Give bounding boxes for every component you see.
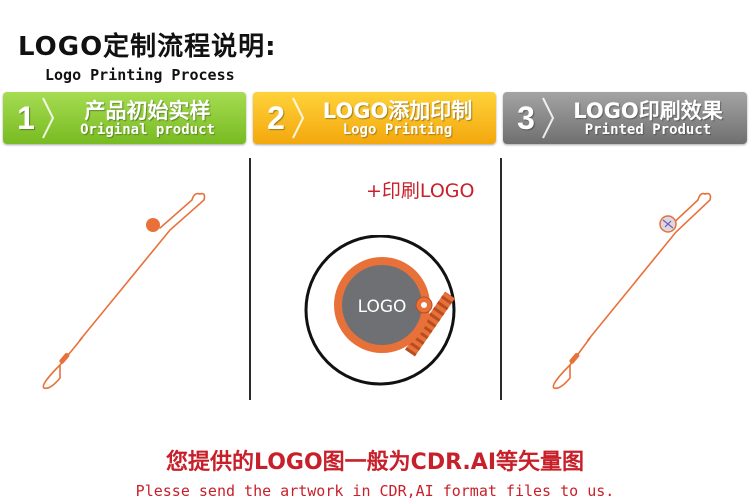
step-label-cn: LOGO印刷效果	[573, 99, 723, 123]
vector-format-note-en: Plesse send the artwork in CDR,AI format…	[135, 482, 615, 500]
lanyard-printed-image	[552, 192, 712, 390]
logo-placeholder-text: LOGO	[358, 297, 407, 317]
vector-format-note-cn: 您提供的LOGO图一般为CDR.AI等矢量图	[165, 450, 585, 475]
chevron-right-icon	[292, 97, 305, 139]
step-label-cn: 产品初始实样	[84, 99, 211, 123]
step-2-logo-printing: 2 LOGO添加印制 Logo Printing	[253, 92, 496, 144]
page-title-en: Logo Printing Process	[45, 66, 235, 84]
step-3-printed-product: 3 LOGO印刷效果 Printed Product	[503, 92, 747, 144]
step-number: 1	[17, 100, 35, 136]
step-number: 2	[267, 100, 285, 136]
column-divider	[500, 158, 502, 400]
column-divider	[249, 158, 251, 400]
logo-magnifier-image: LOGO	[304, 235, 456, 386]
step-number: 3	[517, 100, 535, 136]
print-logo-label: +印刷LOGO	[366, 180, 475, 202]
process-steps-banner: 1 产品初始实样 Original product 2 LOGO添加印制 Log…	[0, 92, 750, 146]
step-label-en: Original product	[80, 122, 215, 138]
chevron-right-icon	[542, 97, 555, 139]
page-title-cn: LOGO定制流程说明:	[18, 32, 277, 62]
step-1-original-product: 1 产品初始实样 Original product	[3, 92, 246, 144]
step-label-en: Logo Printing	[342, 122, 453, 138]
lanyard-original-image	[42, 192, 206, 390]
chevron-right-icon	[42, 97, 55, 139]
step-label-en: Printed Product	[584, 122, 712, 138]
step-label-cn: LOGO添加印制	[322, 99, 473, 123]
